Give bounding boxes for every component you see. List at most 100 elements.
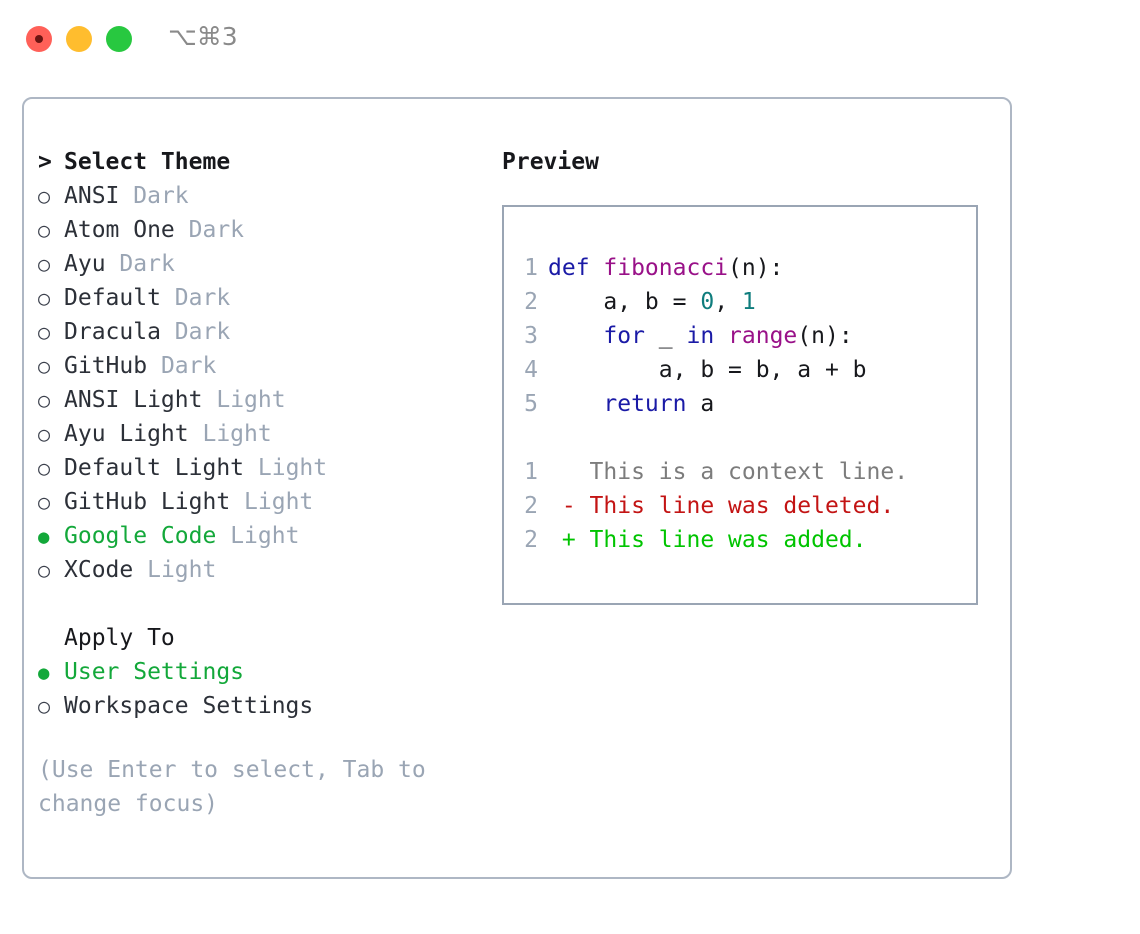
diff-marker: - [548, 493, 576, 519]
theme-category-label: Light [216, 387, 286, 413]
code-token: fibonacci [603, 255, 729, 281]
diff-line: 2 - This line was deleted. [524, 489, 976, 523]
theme-name-label: Google Code [64, 523, 217, 549]
radio-unselected-icon[interactable]: ○ [38, 388, 51, 412]
theme-category-label: Dark [174, 319, 231, 345]
code-token: a, b = [548, 289, 701, 315]
radio-selected-icon[interactable]: ● [38, 526, 50, 548]
label-spacer [147, 353, 161, 379]
line-number: 5 [524, 391, 538, 417]
radio-unselected-icon[interactable]: ○ [38, 694, 51, 718]
theme-list-item[interactable]: ○ Default Light Light [38, 455, 468, 489]
theme-list-item[interactable]: ● Google Code Light [38, 523, 468, 557]
apply-to-item[interactable]: ○Workspace Settings [38, 693, 468, 727]
theme-list-item[interactable]: ○ Ayu Light Light [38, 421, 468, 455]
code-line: 5 return a [524, 387, 976, 421]
traffic-light-group [26, 26, 132, 52]
diff-marker: + [548, 527, 576, 553]
theme-name-label: Default [64, 285, 161, 311]
theme-list-item[interactable]: ○ XCode Light [38, 557, 468, 591]
code-token: (n): [728, 255, 784, 281]
theme-category-label: Dark [133, 183, 189, 209]
code-token [714, 323, 728, 349]
theme-list-item[interactable]: ○ANSI Light Light [38, 387, 468, 421]
title-bar: ⌥⌘3 [0, 0, 1140, 78]
line-number: 3 [524, 323, 538, 349]
code-token: return [603, 391, 687, 417]
section-title: Apply To [64, 625, 175, 651]
theme-list-item[interactable]: ○GitHub Light Light [38, 489, 468, 523]
theme-category-label: Light [257, 455, 328, 481]
close-button[interactable] [26, 26, 52, 52]
select-theme-heading: > Select Theme [38, 149, 468, 183]
theme-list-item[interactable]: ○ GitHub Dark [38, 353, 468, 387]
minimize-button[interactable] [66, 26, 92, 52]
radio-unselected-icon[interactable]: ○ [38, 320, 51, 344]
theme-list-item[interactable]: ○ Dracula Dark [38, 319, 468, 353]
label-spacer [189, 421, 203, 447]
theme-name-label: Atom One [64, 217, 175, 243]
diff-text: This line was added. [575, 527, 867, 553]
theme-name-label: GitHub [64, 353, 148, 379]
section-title: Select Theme [64, 149, 231, 175]
focus-caret-icon: > [38, 149, 52, 175]
diff-line: 2 + This line was added. [524, 523, 976, 557]
theme-name-label: XCode [64, 557, 134, 583]
theme-name-label: Ayu [64, 251, 106, 277]
label-spacer [106, 251, 120, 277]
label-spacer [119, 183, 133, 209]
label-spacer [161, 285, 175, 311]
code-token: _ [644, 323, 687, 349]
radio-unselected-icon[interactable]: ○ [38, 286, 51, 310]
line-number: 2 [524, 527, 538, 553]
maximize-button[interactable] [106, 26, 132, 52]
diff-text: This is a context line. [575, 459, 909, 485]
radio-unselected-icon[interactable]: ○ [38, 218, 51, 242]
theme-list-item[interactable]: ○Atom One Dark [38, 217, 468, 251]
theme-category-label: Light [202, 421, 272, 447]
radio-unselected-icon[interactable]: ○ [38, 422, 51, 446]
theme-list-item[interactable]: ○Ayu Dark [38, 251, 468, 285]
radio-unselected-icon[interactable]: ○ [38, 252, 51, 276]
line-number: 1 [524, 459, 538, 485]
code-token: (n): [797, 323, 853, 349]
apply-to-item[interactable]: ●User Settings [38, 659, 468, 693]
theme-category-label: Dark [160, 353, 217, 379]
theme-list: ○ANSI Dark○Atom One Dark○Ayu Dark○Defaul… [38, 183, 468, 591]
radio-unselected-icon[interactable]: ○ [38, 184, 51, 208]
code-token: in [686, 323, 715, 349]
diff-text: This line was deleted. [575, 493, 895, 519]
radio-unselected-icon[interactable]: ○ [38, 558, 51, 582]
theme-category-label: Light [230, 523, 300, 549]
theme-name-label: Dracula [64, 319, 161, 345]
radio-unselected-icon[interactable]: ○ [38, 490, 51, 514]
label-spacer [216, 523, 230, 549]
theme-list-item[interactable]: ○ANSI Dark [38, 183, 468, 217]
apply-to-heading: Apply To [38, 625, 468, 659]
radio-selected-icon[interactable]: ● [38, 662, 50, 684]
code-token: , [714, 289, 742, 315]
label-spacer [202, 387, 216, 413]
theme-category-label: Light [244, 489, 314, 515]
code-token: 1 [741, 289, 756, 315]
code-line: 3 for _ in range(n): [524, 319, 976, 353]
line-number: 2 [524, 289, 538, 315]
theme-name-label: Ayu Light [64, 421, 189, 447]
theme-name-label: Default Light [64, 455, 245, 481]
theme-selector-column: > Select Theme ○ANSI Dark○Atom One Dark○… [38, 149, 468, 821]
apply-to-caret-placeholder [38, 626, 64, 650]
theme-category-label: Light [147, 557, 217, 583]
code-token [548, 391, 603, 417]
radio-unselected-icon[interactable]: ○ [38, 456, 51, 480]
radio-unselected-icon[interactable]: ○ [38, 354, 51, 378]
theme-category-label: Dark [174, 285, 231, 311]
theme-list-item[interactable]: ○ Default Dark [38, 285, 468, 319]
code-line: 2 a, b = 0, 1 [524, 285, 976, 319]
code-token: def [548, 255, 604, 281]
label-spacer [244, 455, 258, 481]
diff-sample: 1 This is a context line. 2 - This line w… [524, 455, 976, 557]
